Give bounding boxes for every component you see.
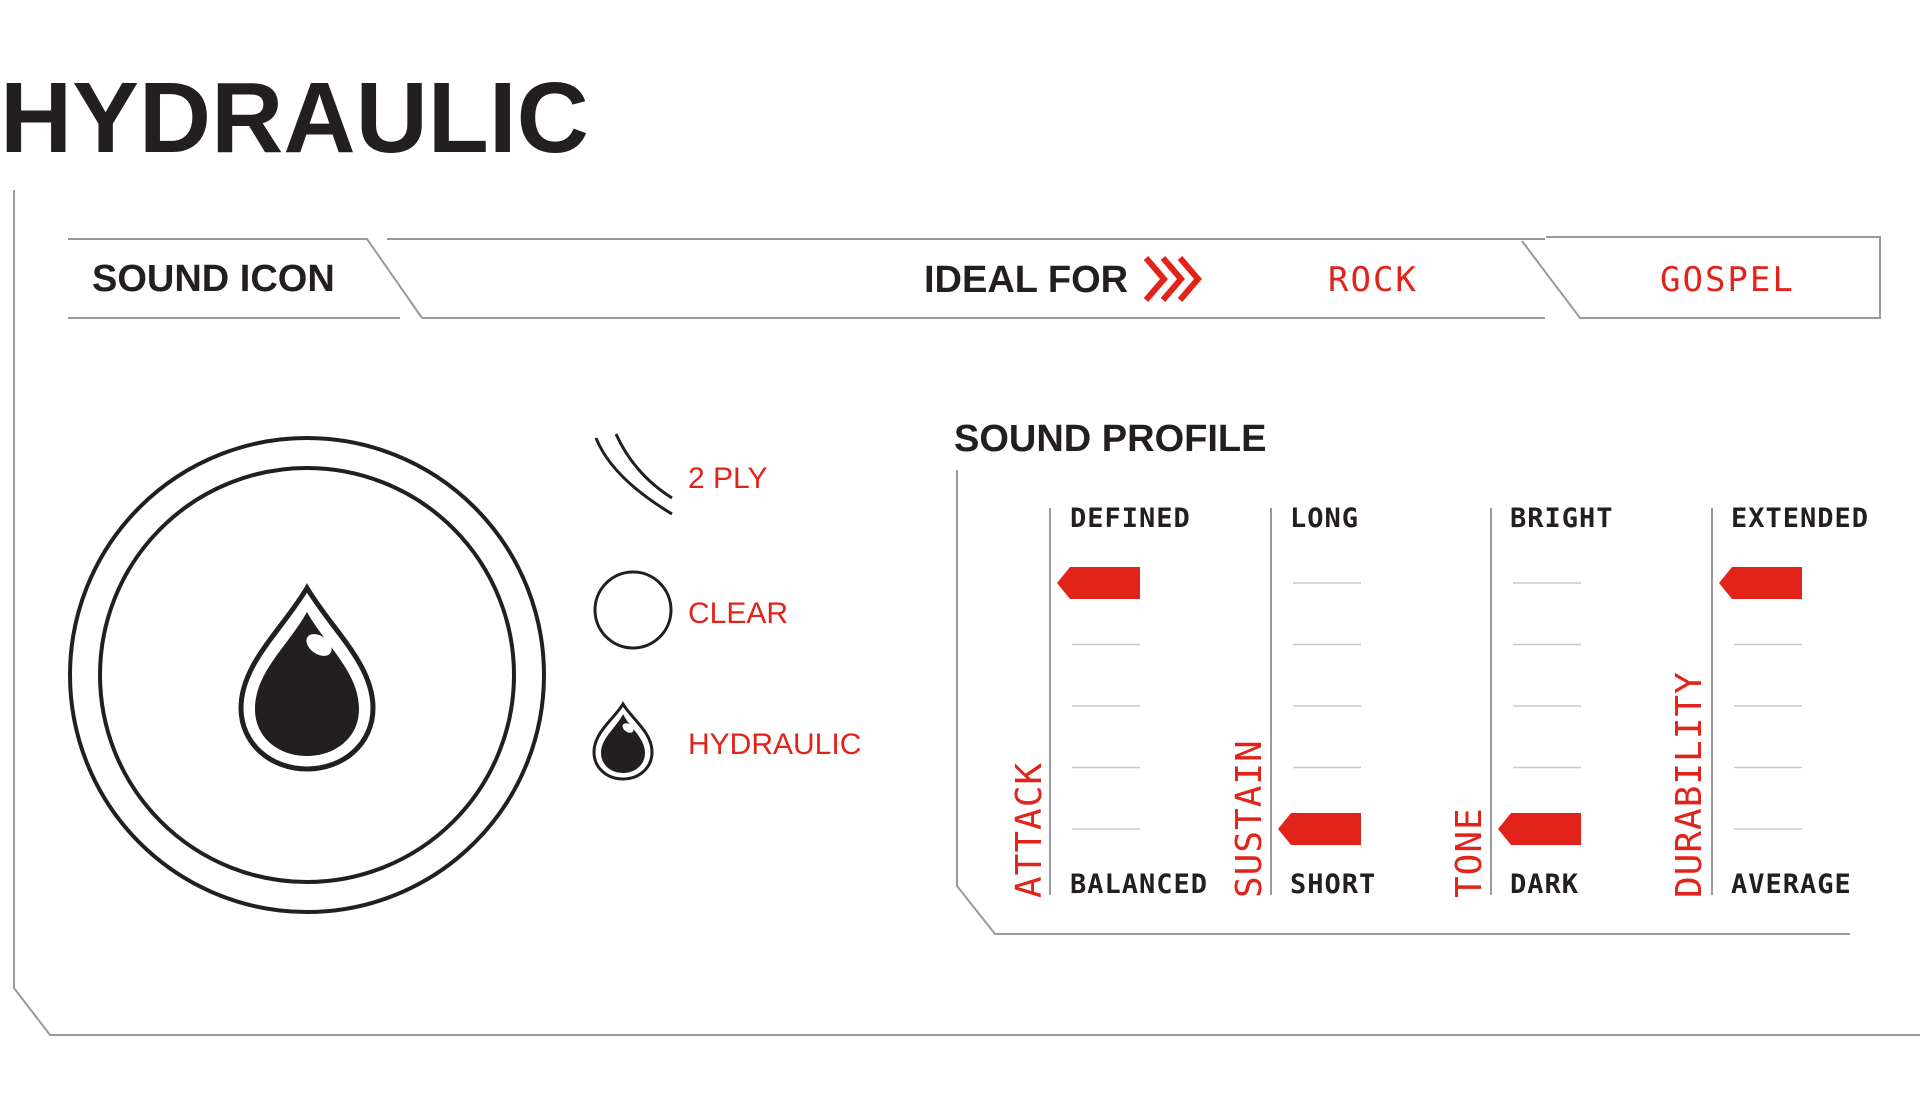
clear-circle-icon <box>593 570 673 650</box>
two-ply-icon <box>594 433 673 516</box>
sustain-level-marker <box>1278 813 1361 845</box>
sound-icon-inner-ring <box>98 466 516 884</box>
attack-axis-label: ATTACK <box>1009 761 1050 898</box>
material-label-hydraulic: HYDRAULIC <box>688 728 862 761</box>
gospel-tab <box>1521 236 1881 319</box>
material-label-clear: CLEAR <box>688 597 789 630</box>
sustain-top-label: LONG <box>1290 503 1360 534</box>
ideal-for-label: IDEAL FOR <box>924 259 1129 301</box>
sound-profile-scales <box>1049 508 1802 895</box>
sound-icon-tab <box>68 238 423 319</box>
page-title: HYDRAULIC <box>0 62 589 174</box>
attack-level-marker <box>1057 567 1140 599</box>
durability-bottom-label: AVERAGE <box>1731 869 1852 900</box>
material-label-2-ply: 2 PLY <box>688 462 768 495</box>
hydraulic-drop-icon-large <box>238 583 376 772</box>
hydraulic-drop-icon-small <box>592 700 654 781</box>
attack-top-label: DEFINED <box>1070 503 1191 534</box>
sound-profile-frame <box>956 470 1850 935</box>
genre-gospel: GOSPEL <box>1660 260 1795 300</box>
sound-icon-outer-ring <box>68 436 546 914</box>
durability-top-label: EXTENDED <box>1731 503 1870 534</box>
tone-axis-label: TONE <box>1449 807 1490 898</box>
tone-level-marker <box>1498 813 1581 845</box>
tone-bottom-label: DARK <box>1510 869 1580 900</box>
durability-axis-label: DURABILITY <box>1669 671 1710 898</box>
chevrons-right-icon <box>1143 256 1202 302</box>
outer-frame <box>13 190 1920 1036</box>
genre-rock: ROCK <box>1328 260 1418 300</box>
tone-top-label: BRIGHT <box>1510 503 1614 534</box>
durability-level-marker <box>1719 567 1802 599</box>
sound-icon-label: SOUND ICON <box>92 258 335 300</box>
sustain-axis-label: SUSTAIN <box>1229 739 1270 898</box>
attack-bottom-label: BALANCED <box>1070 869 1209 900</box>
sustain-bottom-label: SHORT <box>1290 869 1377 900</box>
sound-profile-title: SOUND PROFILE <box>954 418 1267 460</box>
